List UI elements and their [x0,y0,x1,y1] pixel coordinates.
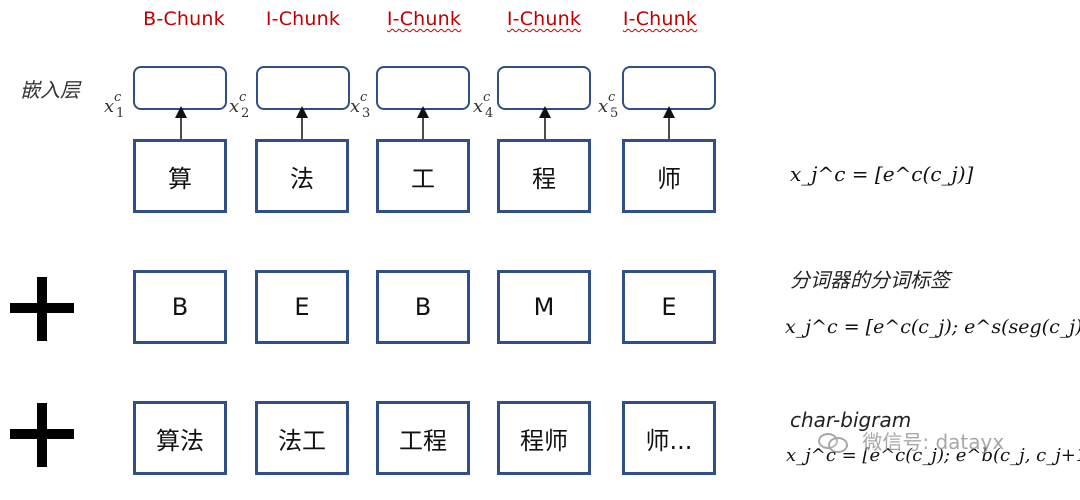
character-box-4: 程 [497,139,591,213]
embedding-box-2 [256,66,350,110]
x-label-5-sub: 5 [610,106,619,121]
character-box-1: 算 [133,139,227,213]
chunk-label-2: I-Chunk [265,8,341,30]
plus-icon-2 [10,403,74,467]
char-formula: x_j^c = [e^c(c_j)] [790,162,974,186]
x-label-1-sup: c [114,90,122,105]
x-label-4-sup: c [483,90,491,105]
x-label-2: x c 2 [229,90,257,124]
chunk-label-4: I-Chunk [506,8,582,30]
x-label-1-base: x [104,96,115,117]
embedding-layer-title: 嵌入层 [20,78,80,102]
bigram-formula: x_j^c = [e^c(c_j); e^b(c_j, c_j+1)] [786,445,1080,466]
chunk-label-5: I-Chunk [622,8,698,30]
x-label-3-sup: c [360,90,368,105]
bigram-box-2: 法工 [255,401,349,475]
x-label-5-base: x [598,96,609,117]
segment-tag-box-3: B [376,270,470,344]
x-label-5-sup: c [608,90,616,105]
bigram-box-1: 算法 [133,401,227,475]
embedding-box-1 [133,66,227,110]
embedding-box-3 [376,66,470,110]
watermark: 微信号: datayx [818,426,1004,455]
watermark-text: 微信号: datayx [862,430,1005,454]
x-label-1: x c 1 [104,90,132,124]
x-label-5: x c 5 [598,90,626,124]
segment-tag-box-2: E [255,270,349,344]
character-box-2: 法 [255,139,349,213]
x-label-3: x c 3 [350,90,378,124]
x-label-1-sub: 1 [116,106,125,121]
bigram-box-5: 师... [622,401,716,475]
embedding-box-4 [497,66,591,110]
x-label-3-sub: 3 [362,106,371,121]
x-label-4-base: x [473,96,484,117]
embedding-box-5 [622,66,716,110]
chunk-label-3: I-Chunk [386,8,462,30]
wechat-icon [818,431,848,453]
segment-tag-box-5: E [622,270,716,344]
plus-icon-1 [10,277,74,341]
bigram-section-title: char-bigram [790,408,912,432]
character-box-3: 工 [376,139,470,213]
segment-formula: x_j^c = [e^c(c_j); e^s(seg(c_j))] [785,316,1080,338]
x-label-3-base: x [350,96,361,117]
x-label-2-base: x [229,96,240,117]
x-label-2-sup: c [239,90,247,105]
segment-tag-box-1: B [133,270,227,344]
bigram-box-4: 程师 [497,401,591,475]
chunk-label-1: B-Chunk [143,8,225,30]
x-label-4: x c 4 [473,90,501,124]
segment-tag-box-4: M [497,270,591,344]
x-label-4-sub: 4 [485,106,494,121]
x-label-2-sub: 2 [241,106,250,121]
segment-section-title: 分词器的分词标签 [790,268,950,292]
bigram-box-3: 工程 [376,401,470,475]
character-box-5: 师 [622,139,716,213]
